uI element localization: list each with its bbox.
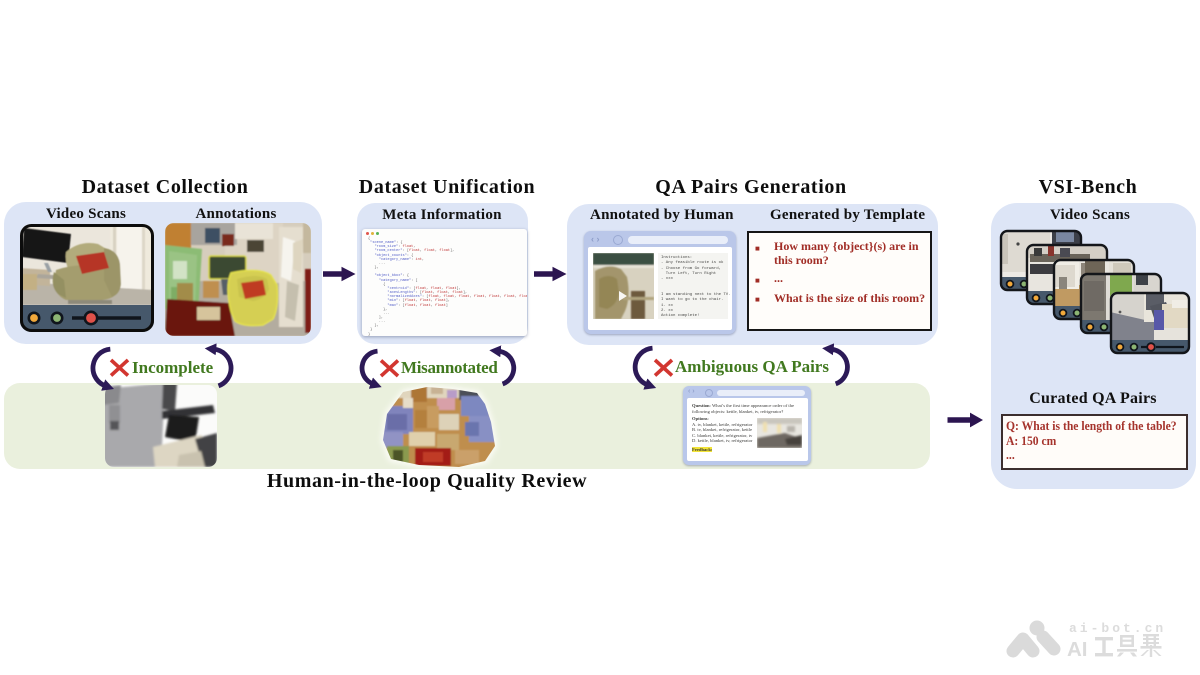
svg-text:ai-bot.cn: ai-bot.cn (1069, 621, 1166, 636)
svg-text:AI: AI (1067, 638, 1088, 661)
